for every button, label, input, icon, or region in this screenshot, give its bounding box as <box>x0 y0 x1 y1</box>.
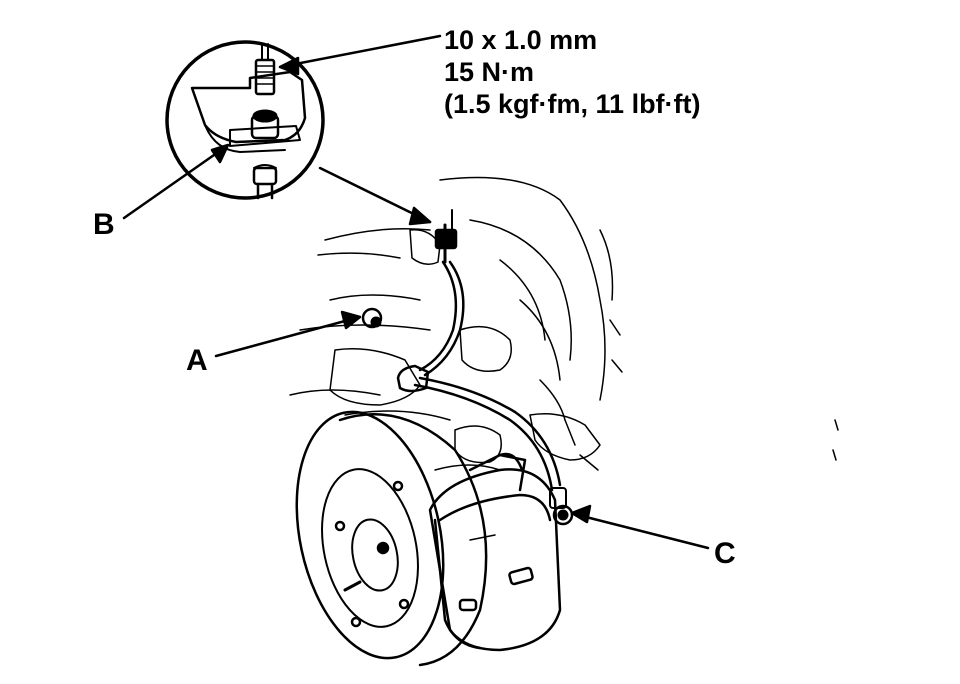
c-arrow <box>576 513 710 550</box>
detail-view <box>165 40 325 200</box>
callout-c: C <box>714 537 736 570</box>
leader-lines <box>122 34 710 550</box>
torque-specification: 10 x 1.0 mm 15 N·m (1.5 kgf·fm, 11 lbf·f… <box>444 24 701 120</box>
banjo-bolt-c <box>549 487 574 526</box>
callout-a: A <box>186 344 208 377</box>
bolt-a <box>361 307 383 329</box>
brake-hose <box>413 209 562 492</box>
torque-alt-units: (1.5 kgf·fm, 11 lbf·ft) <box>444 89 701 119</box>
brake-caliper <box>428 452 562 652</box>
hose-bracket <box>396 364 430 393</box>
spec-arrow <box>283 34 442 68</box>
thread-size: 10 x 1.0 mm <box>444 25 598 55</box>
brake-rotor <box>295 410 488 667</box>
a-arrow <box>214 316 358 358</box>
callout-b: B <box>93 208 115 241</box>
torque-value: 15 N·m <box>444 57 535 87</box>
b-arrow <box>122 146 226 220</box>
